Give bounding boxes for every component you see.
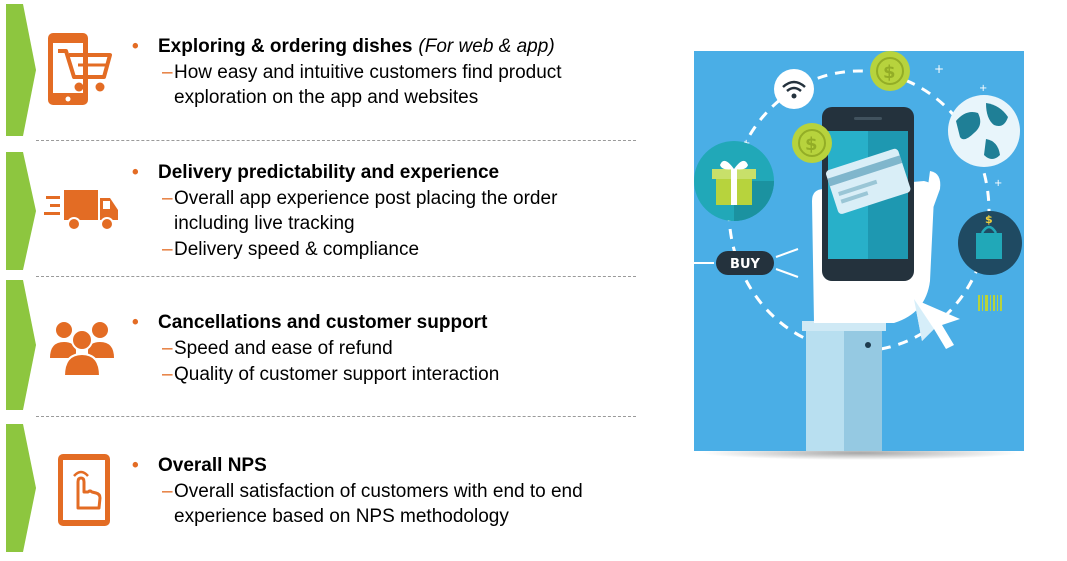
dash-marker: –	[162, 481, 173, 502]
criteria-title: Delivery predictability and experience	[158, 162, 500, 183]
criteria-title: Exploring & ordering dishes	[158, 36, 413, 57]
green-chevron-icon	[6, 424, 36, 552]
criteria-detail-text: Overall satisfaction of customers with e…	[174, 481, 583, 527]
criteria-row-cancellations: • Cancellations and customer support – S…	[0, 280, 640, 412]
criteria-detail: – How easy and intuitive customers find …	[132, 60, 614, 110]
bullet-marker: •	[132, 36, 139, 57]
bullet-marker: •	[132, 312, 139, 333]
dash-marker: –	[162, 239, 173, 260]
bullet-marker: •	[132, 455, 139, 476]
svg-text:$: $	[805, 134, 818, 155]
criteria-row-nps: • Overall NPS – Overall satisfaction of …	[0, 424, 640, 554]
criteria-detail-text: How easy and intuitive customers find pr…	[174, 62, 562, 108]
row-divider	[36, 416, 636, 417]
dash-marker: –	[162, 364, 173, 385]
row-divider	[36, 140, 636, 141]
criteria-detail-text: Overall app experience post placing the …	[174, 188, 558, 234]
svg-text:+: +	[994, 178, 1002, 189]
dash-marker: –	[162, 62, 173, 83]
criteria-detail: – Overall satisfaction of customers with…	[132, 479, 614, 529]
people-group-icon	[50, 322, 114, 377]
criteria-detail-text: Delivery speed & compliance	[174, 239, 420, 260]
green-chevron-icon	[6, 280, 36, 410]
criteria-row-delivery: • Delivery predictability and experience…	[0, 146, 640, 276]
bullet-marker: •	[132, 162, 139, 183]
svg-text:$: $	[985, 213, 993, 226]
criteria-detail: – Overall app experience post placing th…	[132, 186, 614, 236]
criteria-subtitle: (For web & app)	[418, 36, 555, 57]
criteria-title: Cancellations and customer support	[158, 312, 488, 333]
touch-tablet-icon	[58, 454, 110, 526]
svg-text:+: +	[979, 83, 987, 94]
cart-phone-icon	[48, 33, 112, 105]
criteria-detail-text: Speed and ease of refund	[174, 338, 393, 359]
dash-marker: –	[162, 188, 173, 209]
criteria-detail: – Delivery speed & compliance	[132, 237, 614, 262]
criteria-detail: – Speed and ease of refund	[132, 336, 614, 361]
dash-marker: –	[162, 338, 173, 359]
row-divider	[36, 276, 636, 277]
criteria-title: Overall NPS	[158, 455, 267, 476]
criteria-detail: – Quality of customer support interactio…	[132, 362, 614, 387]
mobile-shopping-illustration: + + + + $ $ BUY $	[694, 51, 1024, 451]
buy-badge-label: BUY	[730, 257, 760, 272]
green-chevron-icon	[6, 4, 36, 136]
criteria-row-exploring: • Exploring & ordering dishes (For web &…	[0, 0, 640, 140]
green-chevron-icon	[6, 152, 36, 270]
svg-text:+: +	[934, 62, 944, 76]
svg-text:$: $	[883, 62, 896, 83]
criteria-detail-text: Quality of customer support interaction	[174, 364, 500, 385]
delivery-truck-icon	[44, 190, 118, 231]
